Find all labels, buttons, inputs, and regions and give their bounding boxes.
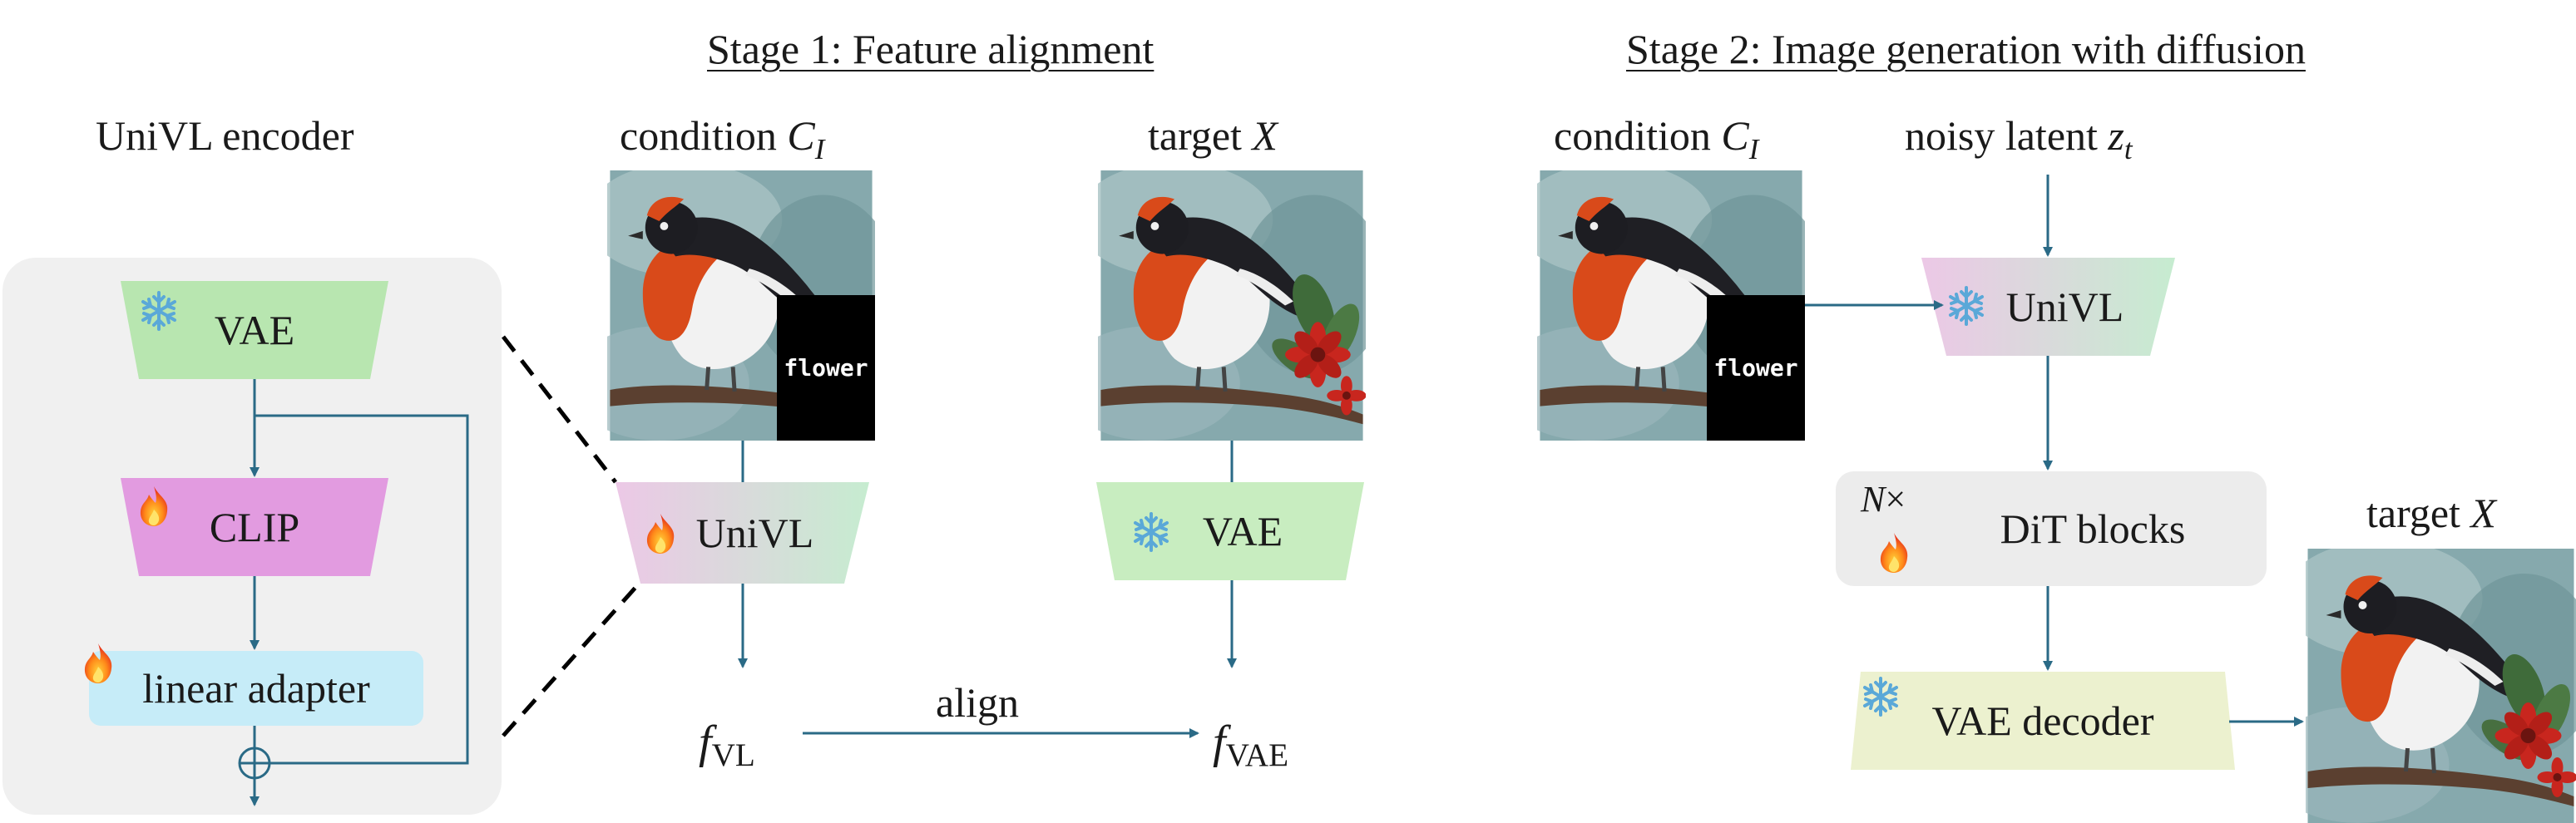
stage2-target-text: target — [2366, 490, 2471, 536]
stage2-dit-block: DiT blocks N× — [1836, 471, 2267, 586]
stage1-condition-text: condition — [620, 112, 788, 159]
stage2-noisy-label: noisy latent zt — [1905, 115, 2133, 164]
encoder-adapter-label: linear adapter — [142, 665, 370, 712]
flower-text-overlay: flower — [1707, 295, 1805, 441]
stage1-condition-label: condition CI — [620, 115, 824, 164]
stage2-vae-decoder-block: VAE decoder — [1851, 672, 2235, 770]
stage2-condition-symbol: CI — [1721, 112, 1759, 165]
encoder-clip-label: CLIP — [209, 504, 300, 550]
stage1-univl-block: UniVL — [616, 482, 869, 584]
stage1-fvae: fVAE — [1213, 717, 1289, 773]
zoom-line-bottom — [502, 580, 642, 737]
stage1-fvae-sub: VAE — [1225, 737, 1289, 773]
stage1-heading: Stage 1: Feature alignment — [707, 26, 1155, 72]
encoder-clip-block: CLIP — [121, 478, 388, 576]
flower-overlay-text: flower — [784, 354, 868, 382]
residual-skip-line — [255, 414, 469, 765]
stage1-vae-block: VAE — [1096, 482, 1364, 580]
stage1-target-text: target — [1148, 112, 1253, 159]
stage1-target-label: target X — [1148, 115, 1278, 156]
encoder-vae-label: VAE — [214, 307, 295, 353]
flower-overlay-text: flower — [1713, 354, 1798, 382]
stage2-n-times: N× — [1861, 479, 1906, 520]
stage2-condition-label: condition CI — [1554, 115, 1758, 164]
stage2-dit-label: DiT blocks — [2000, 505, 2186, 552]
stage2-heading: Stage 2: Image generation with diffusion — [1626, 26, 2306, 72]
stage1-univl-label: UniVL — [695, 510, 814, 556]
flower-text-overlay: flower — [777, 295, 875, 441]
stage1-condition-image: flower — [607, 170, 875, 441]
stage2-univl-label: UniVL — [2005, 283, 2124, 330]
stage2-target-symbol: X — [2470, 490, 2496, 536]
stage1-align-label: align — [936, 679, 1019, 726]
zoom-line-top — [502, 335, 617, 484]
stage1-condition-symbol: CI — [787, 112, 825, 165]
encoder-vae-block: VAE — [121, 281, 388, 379]
stage2-condition-image: flower — [1537, 170, 1805, 441]
encoder-title: UniVL encoder — [96, 112, 354, 159]
stage2-univl-block: UniVL — [1921, 258, 2175, 356]
stage2-noisy-symbol: zt — [2108, 112, 2133, 165]
stage1-fvl: fVL — [699, 717, 755, 773]
encoder-adapter-block: linear adapter — [89, 651, 423, 726]
stage1-target-symbol: X — [1252, 112, 1278, 159]
stage1-fvl-sub: VL — [711, 737, 755, 773]
stage2-target-label: target X — [2366, 492, 2496, 534]
stage2-vae-decoder-label: VAE decoder — [1931, 697, 2154, 744]
stage2-condition-text: condition — [1554, 112, 1722, 159]
stage1-vae-label: VAE — [1202, 508, 1283, 554]
stage2-noisy-text: noisy latent — [1905, 112, 2109, 159]
